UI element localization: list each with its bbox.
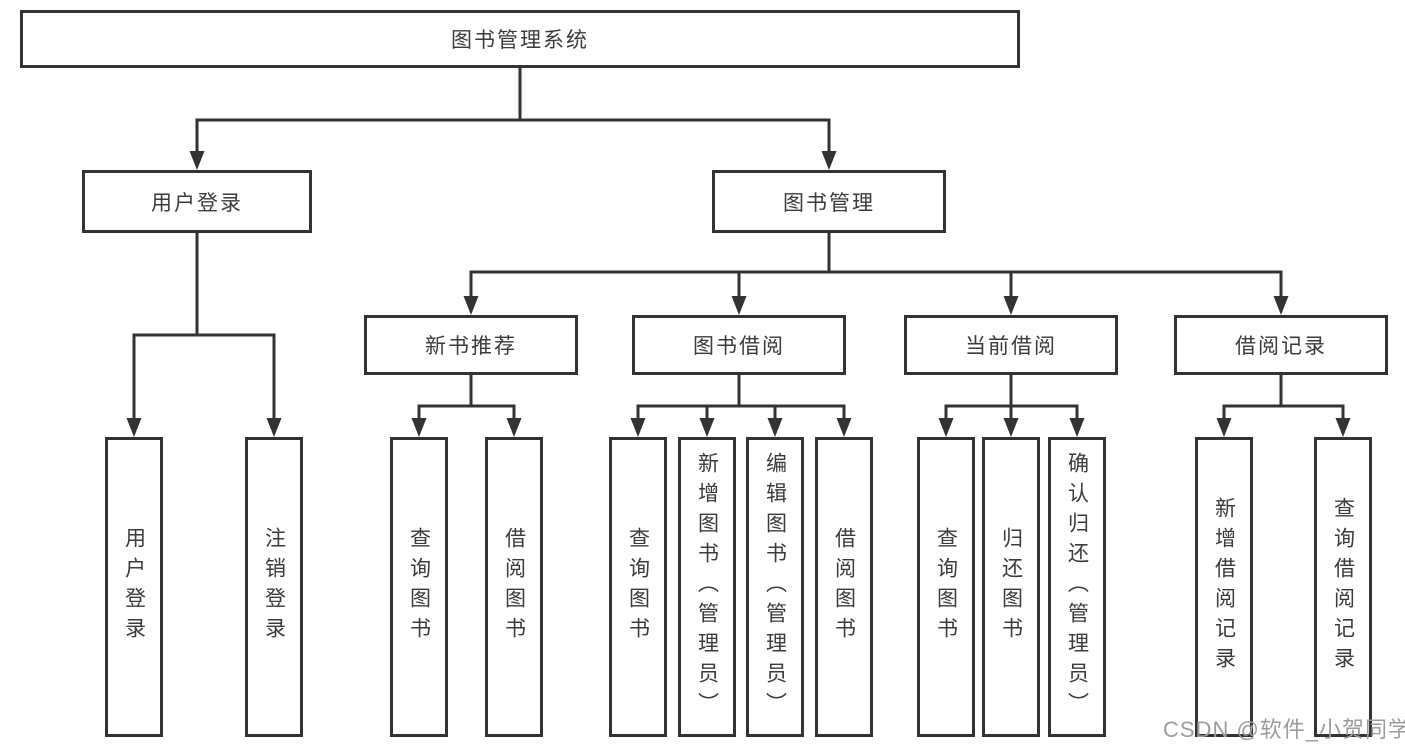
leaf-query-books-current: 查询图书 bbox=[917, 437, 975, 737]
leaf-edit-book-admin: 编辑图书（管理员） bbox=[746, 437, 804, 737]
node-borrowing-records: 借阅记录 bbox=[1174, 315, 1388, 375]
node-book-management: 图书管理 bbox=[712, 170, 946, 233]
leaf-add-borrow-record: 新增借阅记录 bbox=[1195, 437, 1253, 737]
leaf-query-borrow-record: 查询借阅记录 bbox=[1314, 437, 1372, 737]
leaf-confirm-return-admin: 确认归还（管理员） bbox=[1048, 437, 1106, 737]
node-library-management-system: 图书管理系统 bbox=[20, 10, 1020, 68]
leaf-add-book-admin: 新增图书（管理员） bbox=[678, 437, 736, 737]
node-user-login: 用户登录 bbox=[82, 170, 312, 233]
leaf-borrow-books-borrow: 借阅图书 bbox=[815, 437, 873, 737]
node-new-book-recommendation: 新书推荐 bbox=[364, 315, 578, 375]
leaf-return-books: 归还图书 bbox=[982, 437, 1040, 737]
node-current-borrowing: 当前借阅 bbox=[904, 315, 1118, 375]
leaf-logout: 注销登录 bbox=[245, 437, 303, 737]
leaf-query-books-recommend: 查询图书 bbox=[390, 437, 448, 737]
node-book-borrowing: 图书借阅 bbox=[632, 315, 846, 375]
leaf-user-login: 用户登录 bbox=[105, 437, 163, 737]
leaf-query-books-borrow: 查询图书 bbox=[609, 437, 667, 737]
leaf-borrow-books-recommend: 借阅图书 bbox=[485, 437, 543, 737]
